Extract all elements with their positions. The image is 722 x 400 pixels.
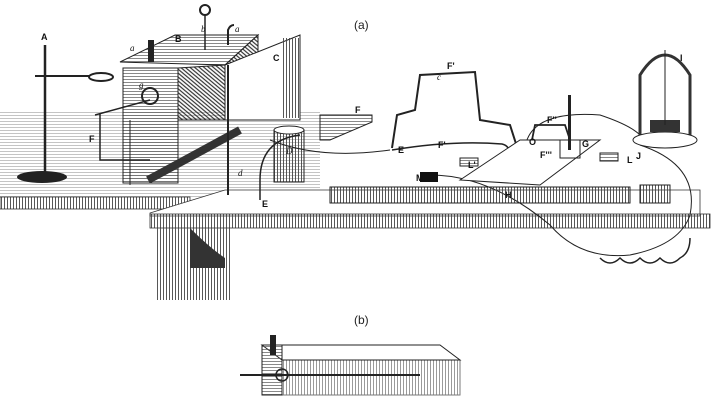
label-A: A <box>41 32 48 42</box>
battery-jar-d <box>273 125 305 183</box>
label-a2: a <box>235 24 240 34</box>
label-a1: a <box>130 43 135 53</box>
screen-c <box>224 34 301 195</box>
label-b: b <box>201 24 206 34</box>
caption-a: (a) <box>354 18 369 32</box>
label-F-triple: F''' <box>540 150 552 160</box>
figure-b-box <box>240 335 462 396</box>
label-d: d <box>238 168 243 178</box>
label-F: F <box>89 134 95 144</box>
label-c: c <box>437 72 441 82</box>
main-table <box>149 189 711 300</box>
shelf-f <box>319 114 373 141</box>
caption-b: (b) <box>354 313 369 327</box>
label-F-top: F' <box>447 61 455 71</box>
board-h <box>329 95 671 204</box>
label-M: M <box>416 173 424 183</box>
label-D: D <box>286 146 293 156</box>
label-J: J <box>636 151 642 161</box>
label-F-mid: F' <box>438 140 446 150</box>
label-B: B <box>175 34 182 44</box>
label-G: G <box>582 139 590 149</box>
label-O: O <box>529 137 537 147</box>
label-H: H <box>505 190 512 200</box>
bell-jar-i <box>632 50 698 149</box>
label-C: C <box>273 53 280 63</box>
label-I: I <box>680 53 683 63</box>
label-E2: E <box>398 145 405 155</box>
label-E1: E <box>262 199 269 209</box>
label-L: L <box>627 155 633 165</box>
wires <box>259 70 692 264</box>
label-L-prime: L' <box>468 160 476 170</box>
label-F-shelf: F <box>355 105 361 115</box>
retort-stand <box>17 45 114 183</box>
label-g: g <box>139 80 144 90</box>
label-F-double: F'' <box>547 115 557 125</box>
